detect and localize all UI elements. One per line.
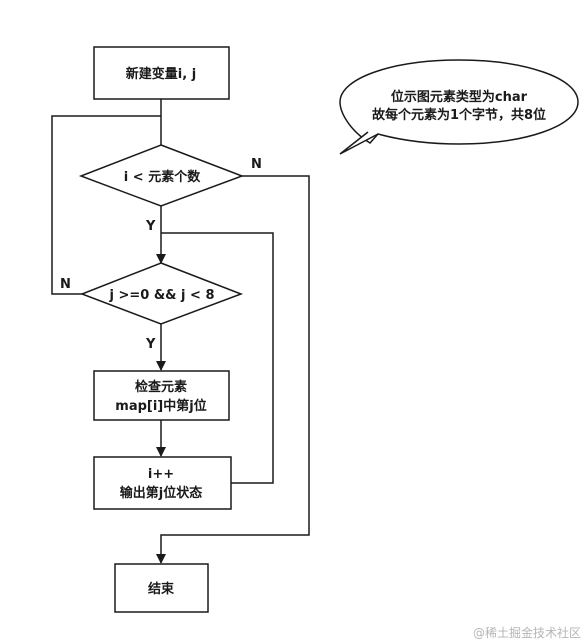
- flow-edges: [51, 99, 310, 564]
- edge-cond-j-no-loop: [51, 115, 161, 295]
- callout-line-1: 位示图元素类型为char: [391, 89, 528, 105]
- edge-label-cond-i-yes: Y: [145, 219, 156, 234]
- decision-diamond: [79, 262, 244, 325]
- node-label-line-1: i++: [148, 467, 174, 482]
- edge-label-cond-j-no: N: [60, 277, 71, 292]
- process-box: [93, 370, 230, 421]
- node-label-line-2: 输出第j位状态: [120, 485, 202, 501]
- terminal-box: [114, 563, 209, 613]
- edge-label-cond-j-yes: Y: [145, 337, 156, 352]
- edge-cond-i-no: [156, 175, 310, 564]
- edge-output-loop: [161, 232, 274, 484]
- node-label: j >=0 && j < 8: [109, 288, 215, 303]
- node-output-bit: i++ 输出第j位状态: [93, 456, 232, 510]
- node-condition-i: i < 元素个数: [78, 144, 245, 207]
- node-label: 结束: [148, 581, 175, 597]
- node-condition-j: j >=0 && j < 8: [79, 262, 244, 325]
- process-box: [93, 46, 230, 100]
- watermark-text: @稀土掘金技术社区: [473, 625, 581, 640]
- callout-line-2: 故每个元素为1个字节，共8位: [372, 107, 546, 123]
- node-label-line-2: map[i]中第j位: [115, 398, 206, 414]
- node-declare-variables: 新建变量i, j: [93, 46, 230, 100]
- speech-bubble-shape: [339, 59, 579, 145]
- node-label: i < 元素个数: [124, 169, 201, 185]
- callout-bubble: 位示图元素类型为char 故每个元素为1个字节，共8位: [339, 59, 579, 155]
- decision-diamond: [78, 144, 245, 207]
- node-label: 新建变量i, j: [126, 66, 196, 82]
- node-label-line-1: 检查元素: [135, 379, 187, 395]
- speech-bubble-tail: [339, 131, 379, 155]
- edge-label-cond-i-no: N: [251, 157, 262, 172]
- node-check-bit: 检查元素 map[i]中第j位: [93, 370, 230, 421]
- process-box: [93, 456, 232, 510]
- node-end: 结束: [114, 563, 209, 613]
